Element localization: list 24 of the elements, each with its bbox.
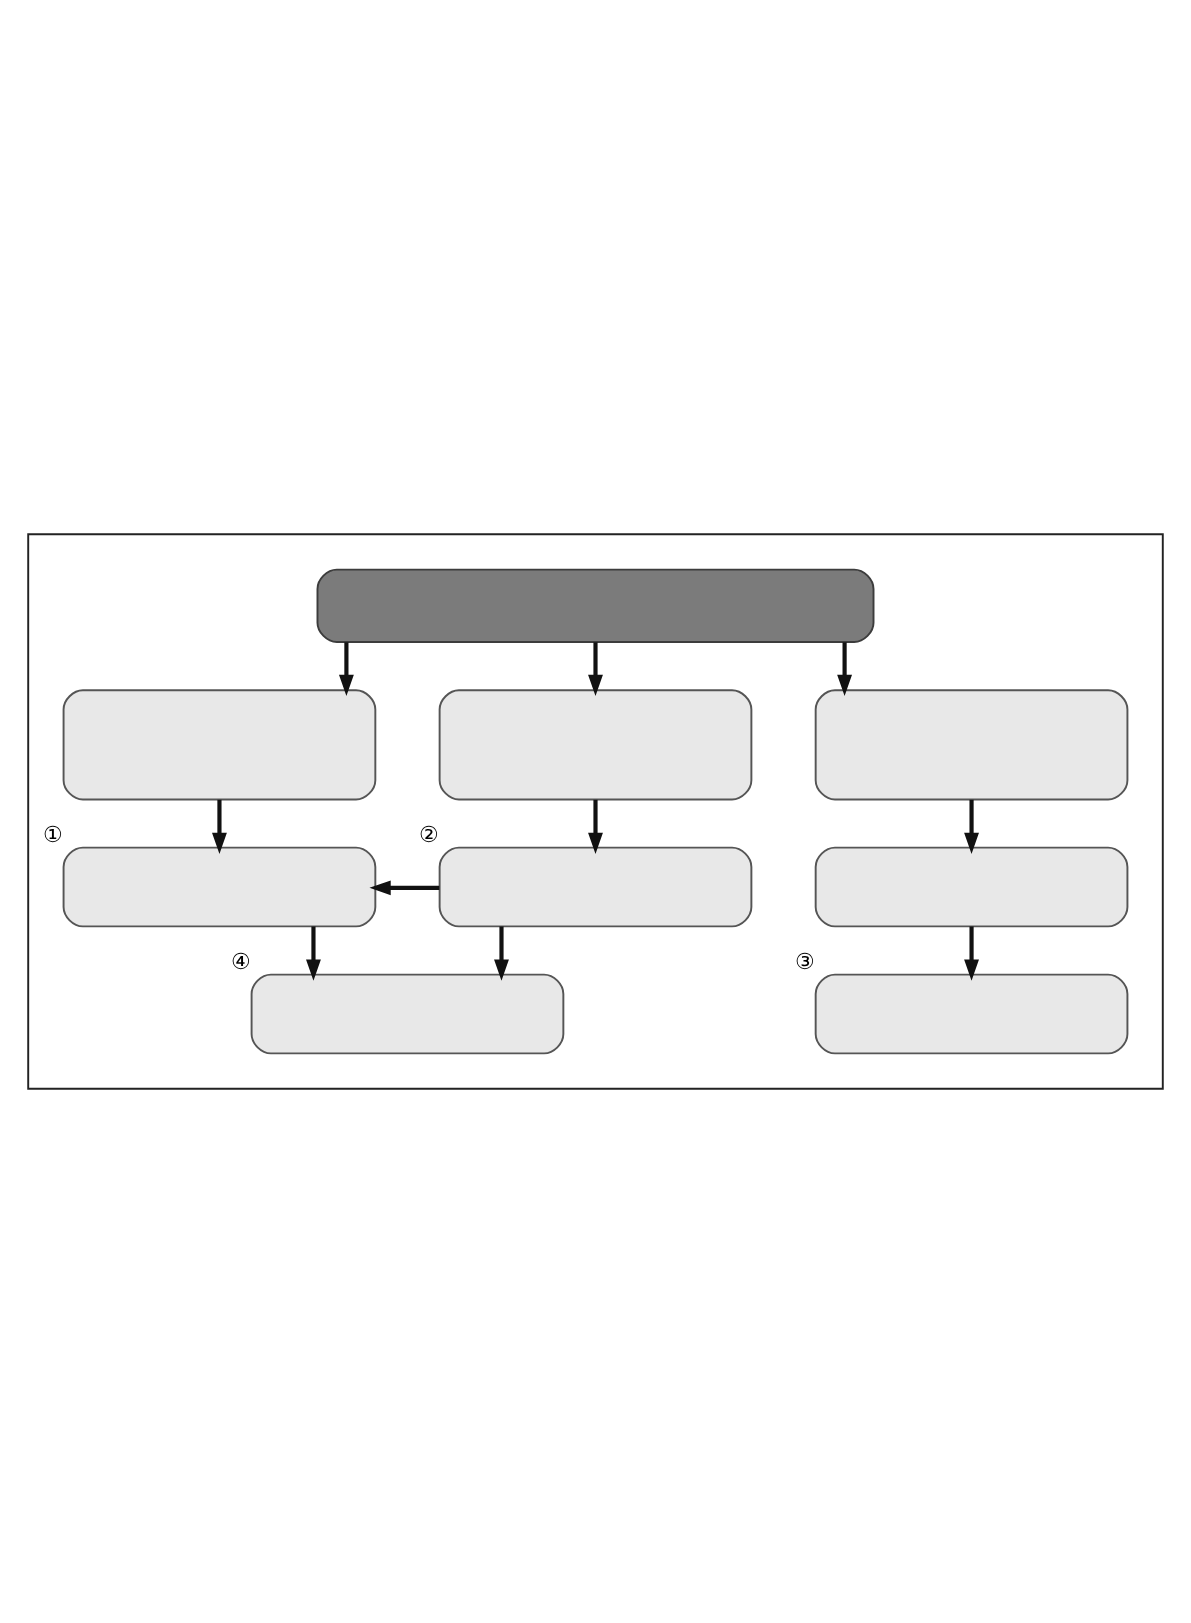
node-box <box>316 568 875 643</box>
cluster <box>27 533 1164 1090</box>
arrow <box>494 926 509 981</box>
node-box <box>814 689 1129 801</box>
node-label: ② <box>419 821 440 847</box>
arrow <box>964 799 979 854</box>
node-box <box>814 973 1129 1055</box>
arrow <box>338 642 354 696</box>
node-box <box>62 689 377 801</box>
arrow <box>964 926 979 981</box>
node-label: ① <box>43 821 64 847</box>
arrow <box>588 799 603 854</box>
node-label: ③ <box>795 948 816 974</box>
node-box <box>62 846 377 928</box>
node-box <box>438 689 753 801</box>
arrow <box>306 926 321 981</box>
arrow <box>369 880 440 896</box>
node-box <box>814 846 1129 928</box>
arrow <box>212 799 227 854</box>
arrow <box>588 642 603 696</box>
node-box <box>438 846 753 928</box>
node-label: ④ <box>231 948 252 974</box>
node-box <box>250 973 565 1055</box>
arrow <box>837 642 853 696</box>
